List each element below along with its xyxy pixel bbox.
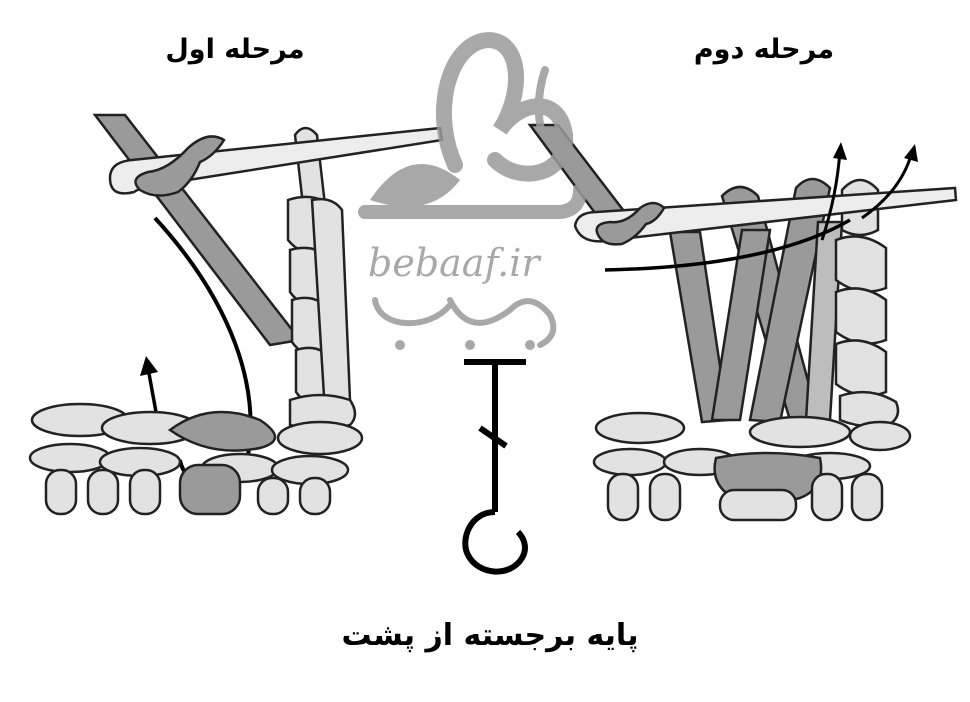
crochet-hook-icon — [573, 186, 958, 243]
yarn-wrap — [134, 135, 226, 197]
long-loops — [668, 177, 844, 424]
stitch-column — [834, 178, 900, 428]
bebaaf-logo-watermark: bebaaf.ir — [358, 31, 587, 350]
step-one-illustration — [28, 113, 444, 516]
step-two-label: مرحله دوم — [693, 34, 835, 65]
up-arrow-icon — [146, 367, 158, 413]
up-arrow-icon — [861, 151, 914, 220]
up-arrow-icon — [820, 149, 842, 241]
arrow-head — [833, 142, 847, 160]
caption: پایه برجسته از پشت — [341, 618, 639, 653]
arrow-head — [904, 144, 918, 162]
step-two-illustration — [527, 123, 958, 522]
working-yarn-line — [604, 218, 851, 272]
step-one-label: مرحله اول — [165, 34, 305, 65]
watermark-text: bebaaf.ir — [368, 241, 542, 285]
stitch-column — [286, 126, 357, 431]
base-row — [592, 411, 912, 522]
back-post-double-crochet-symbol — [462, 359, 528, 575]
base-row — [28, 402, 364, 516]
arrow-head — [140, 356, 158, 376]
yarn-wrap — [595, 201, 666, 246]
